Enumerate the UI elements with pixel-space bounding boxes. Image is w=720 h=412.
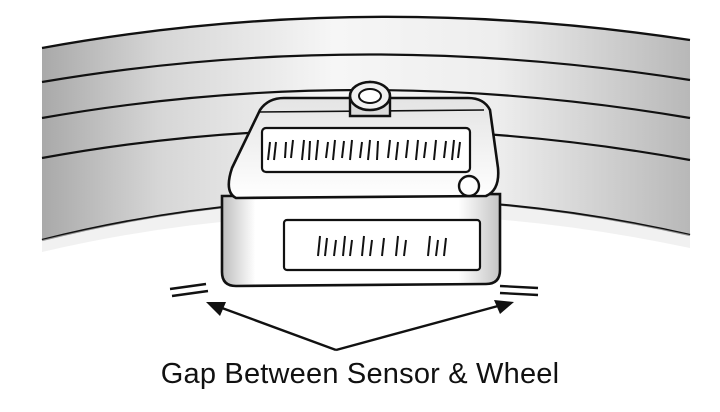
top-label-plate	[260, 126, 472, 174]
front-label-plate	[282, 218, 482, 272]
rim-groove-1	[41, 15, 691, 50]
rim-groove-2	[41, 53, 691, 84]
front-label-markings	[317, 235, 447, 257]
top-label-markings	[267, 139, 461, 161]
diagram-caption: Gap Between Sensor & Wheel	[160, 358, 560, 390]
gap-markers	[169, 282, 539, 298]
rim-shadow	[42, 199, 690, 252]
sensor-round-button	[457, 174, 481, 198]
valve-stem	[348, 80, 392, 118]
tire-pressure-sensor-icon	[220, 80, 502, 288]
double-arrow-icon	[206, 300, 514, 352]
